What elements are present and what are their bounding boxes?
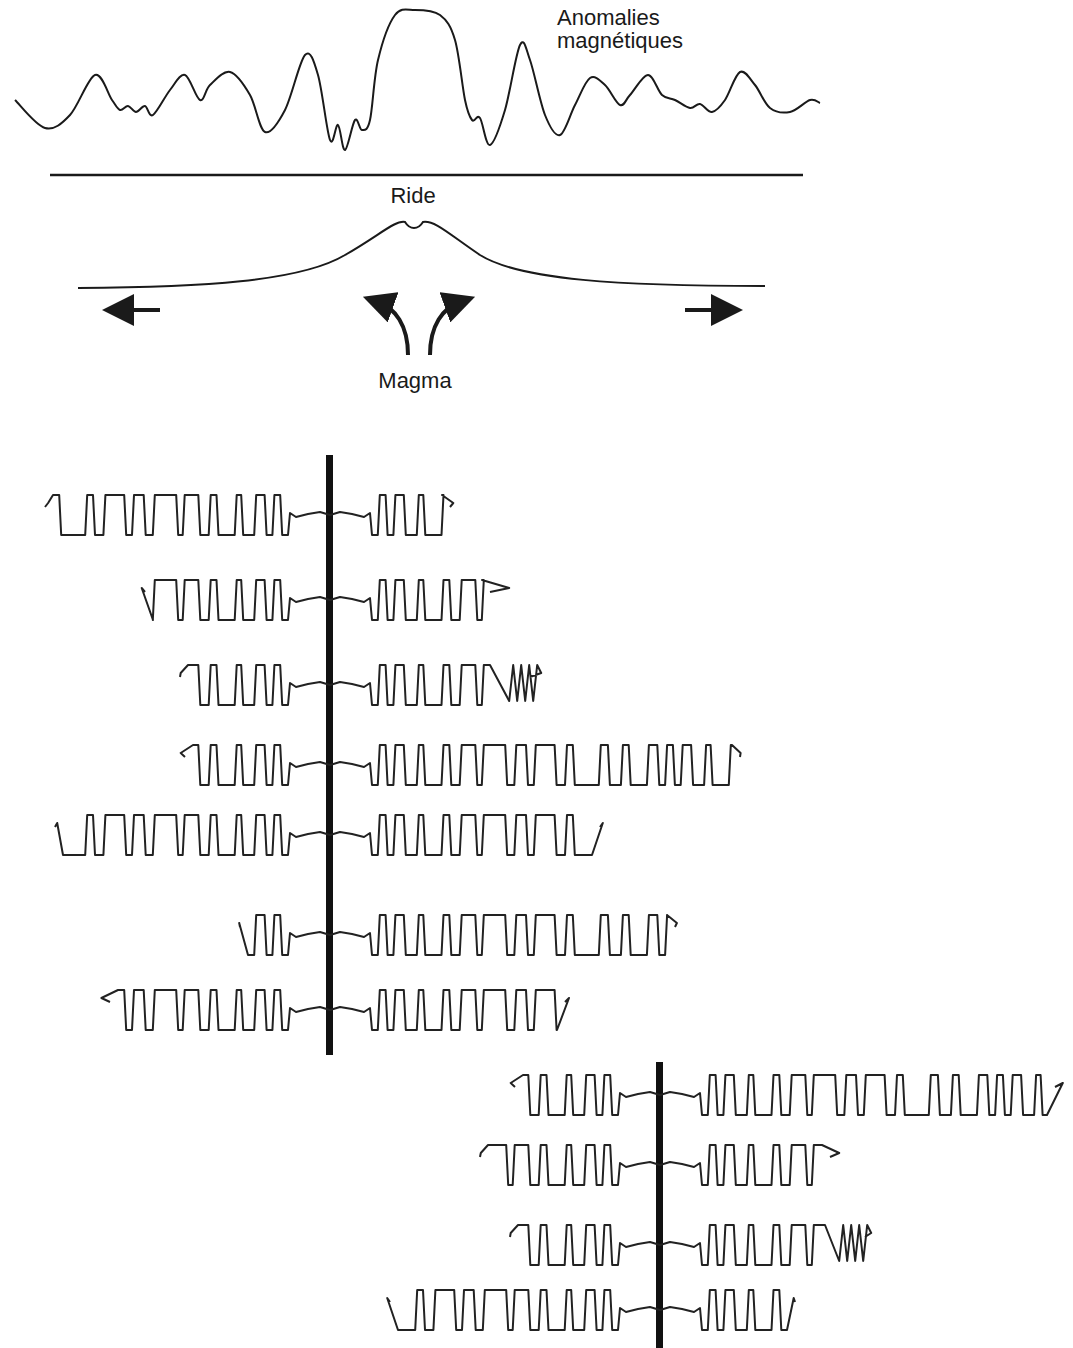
magnetic-trace bbox=[55, 815, 603, 855]
magnetic-trace bbox=[101, 990, 569, 1030]
spreading-arrow bbox=[118, 308, 160, 312]
magma-arrow bbox=[430, 302, 460, 355]
ridge-profile bbox=[78, 222, 765, 288]
magnetic-trace bbox=[239, 915, 677, 955]
anomaly-profile bbox=[15, 9, 820, 150]
spreading-arrow bbox=[685, 308, 727, 312]
magnetic-trace bbox=[387, 1290, 795, 1330]
ridge-axis bbox=[656, 1062, 663, 1348]
magma-arrow bbox=[378, 302, 408, 355]
magnetic-trace bbox=[142, 580, 510, 620]
magnetic-trace bbox=[45, 495, 453, 535]
magnetic-trace bbox=[511, 1075, 1063, 1115]
magma-label: Magma bbox=[378, 369, 451, 392]
magnetic-trace bbox=[181, 745, 741, 785]
ridge-axis bbox=[326, 455, 333, 1055]
magnetic-trace bbox=[180, 665, 541, 705]
ridge-label: Ride bbox=[390, 184, 435, 207]
separator-line bbox=[50, 174, 803, 177]
magnetic-trace bbox=[480, 1145, 839, 1185]
magnetic-trace bbox=[510, 1225, 871, 1265]
profile-label: Anomalies magnétiques bbox=[557, 6, 707, 52]
